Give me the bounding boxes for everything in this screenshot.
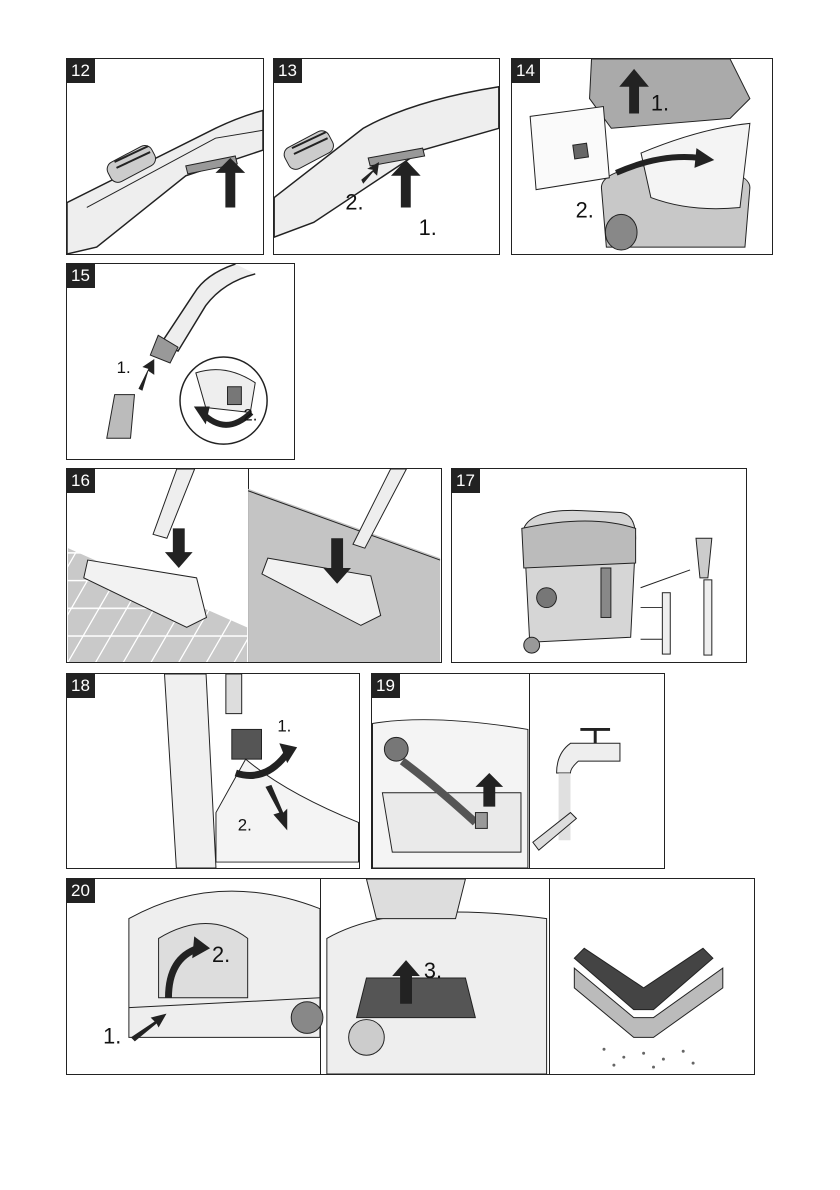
filter-bag-illustration: 1. 2. <box>512 59 772 254</box>
figure-14: 14 1. 2. <box>511 58 773 255</box>
figure-number: 15 <box>67 264 95 288</box>
figure-20: 20 1. 2. 3. <box>66 878 755 1075</box>
figure-16: 16 <box>66 468 442 663</box>
drain-and-rinse-illustration <box>372 674 664 868</box>
nozzle-handle-illustration: 2. 1. <box>274 59 499 254</box>
figure-number: 14 <box>512 59 540 83</box>
step-label: 2. <box>345 189 363 214</box>
figure-number: 12 <box>67 59 95 83</box>
filter-removal-illustration: 1. 2. 3. <box>67 879 754 1074</box>
up-arrow-icon <box>138 359 154 391</box>
step-label: 2. <box>243 405 257 424</box>
hose-disconnect-illustration: 1. 2. <box>67 674 359 868</box>
step-label: 1. <box>419 215 437 240</box>
figure-number: 17 <box>452 469 480 493</box>
step-label: 1. <box>103 1023 121 1048</box>
figure-18: 18 1. 2. <box>66 673 360 869</box>
figure-number: 20 <box>67 879 95 903</box>
figure-number: 19 <box>372 674 400 698</box>
nozzle-handle-illustration <box>67 59 263 254</box>
adapter-attachment-illustration: 1. 2. <box>67 264 294 459</box>
step-label: 1. <box>117 358 131 377</box>
step-label: 2. <box>576 197 594 222</box>
figure-number: 13 <box>274 59 302 83</box>
step-label: 2. <box>212 942 230 967</box>
step-label: 2. <box>238 815 252 834</box>
accessory-storage-illustration <box>452 469 746 662</box>
step-label: 1. <box>651 90 669 115</box>
figure-12: 12 <box>66 58 264 255</box>
figure-19: 19 <box>371 673 665 869</box>
figure-15: 15 1. 2. <box>66 263 295 460</box>
figure-17: 17 <box>451 468 747 663</box>
figure-number: 18 <box>67 674 95 698</box>
down-arrow-icon <box>165 528 193 568</box>
step-label: 1. <box>277 716 291 735</box>
step-label: 3. <box>424 958 442 983</box>
figure-13: 13 2. 1. <box>273 58 500 255</box>
floor-nozzle-illustration <box>67 469 441 662</box>
figure-number: 16 <box>67 469 95 493</box>
